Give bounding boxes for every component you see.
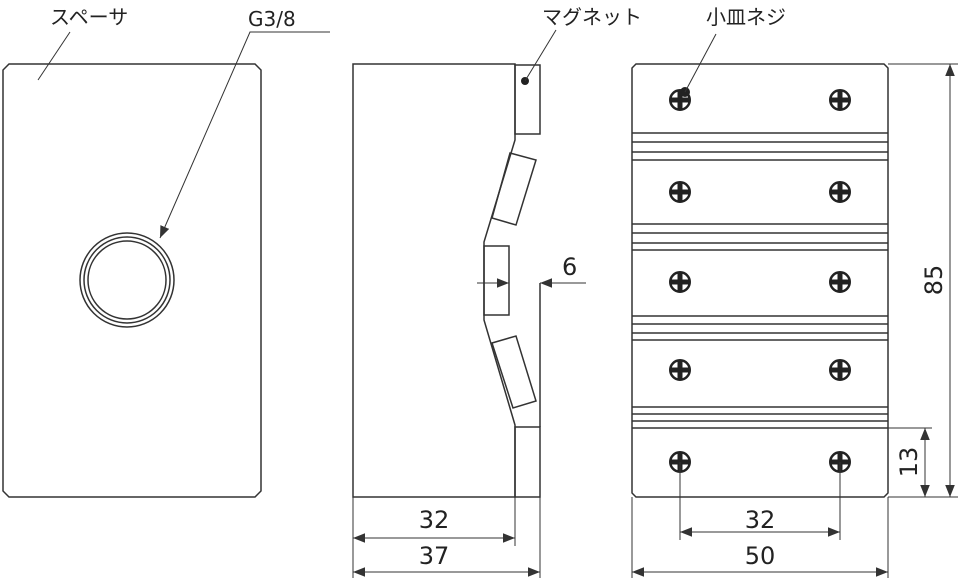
side-body (352, 63, 516, 498)
dim-50: 50 (745, 542, 776, 570)
magnet-top (514, 64, 541, 135)
magnet-label: マグネット (542, 5, 642, 29)
screw-head-icon (829, 89, 851, 111)
screw-label: 小皿ネジ (706, 5, 786, 29)
thread-label: G3/8 (248, 7, 296, 31)
spacer-outline (2, 63, 262, 498)
screw-head-icon (669, 181, 691, 203)
thread-leader (159, 31, 330, 239)
spacer-leader (37, 31, 71, 81)
spacer-label: スペーサ (50, 5, 128, 29)
plate-lines (632, 132, 888, 429)
magnet-lower (491, 335, 537, 409)
screw-head-icon (829, 181, 851, 203)
dim-85: 85 (920, 265, 948, 296)
dim-6: 6 (562, 253, 577, 281)
screw-head-icon (669, 359, 691, 381)
spacer-view: スペーサ G3/8 (2, 5, 330, 498)
dim-32-front: 32 (745, 506, 776, 534)
magnet-bottom (514, 426, 541, 498)
port-outer (79, 232, 175, 328)
port-thread (83, 236, 171, 324)
magnet-upper (491, 152, 537, 226)
magnet-middle (483, 245, 510, 316)
dim-32-side: 32 (419, 506, 450, 534)
screw-head-icon (829, 271, 851, 293)
dim-37: 37 (419, 542, 450, 570)
screw-head-icon (829, 359, 851, 381)
front-outline (631, 63, 889, 498)
dim-13: 13 (895, 447, 923, 478)
port-inner (87, 240, 167, 320)
front-view: 小皿ネジ 85 13 32 50 (631, 5, 958, 578)
side-view: 6 32 37 マグネット (352, 5, 642, 578)
screw-head-icon (669, 271, 691, 293)
